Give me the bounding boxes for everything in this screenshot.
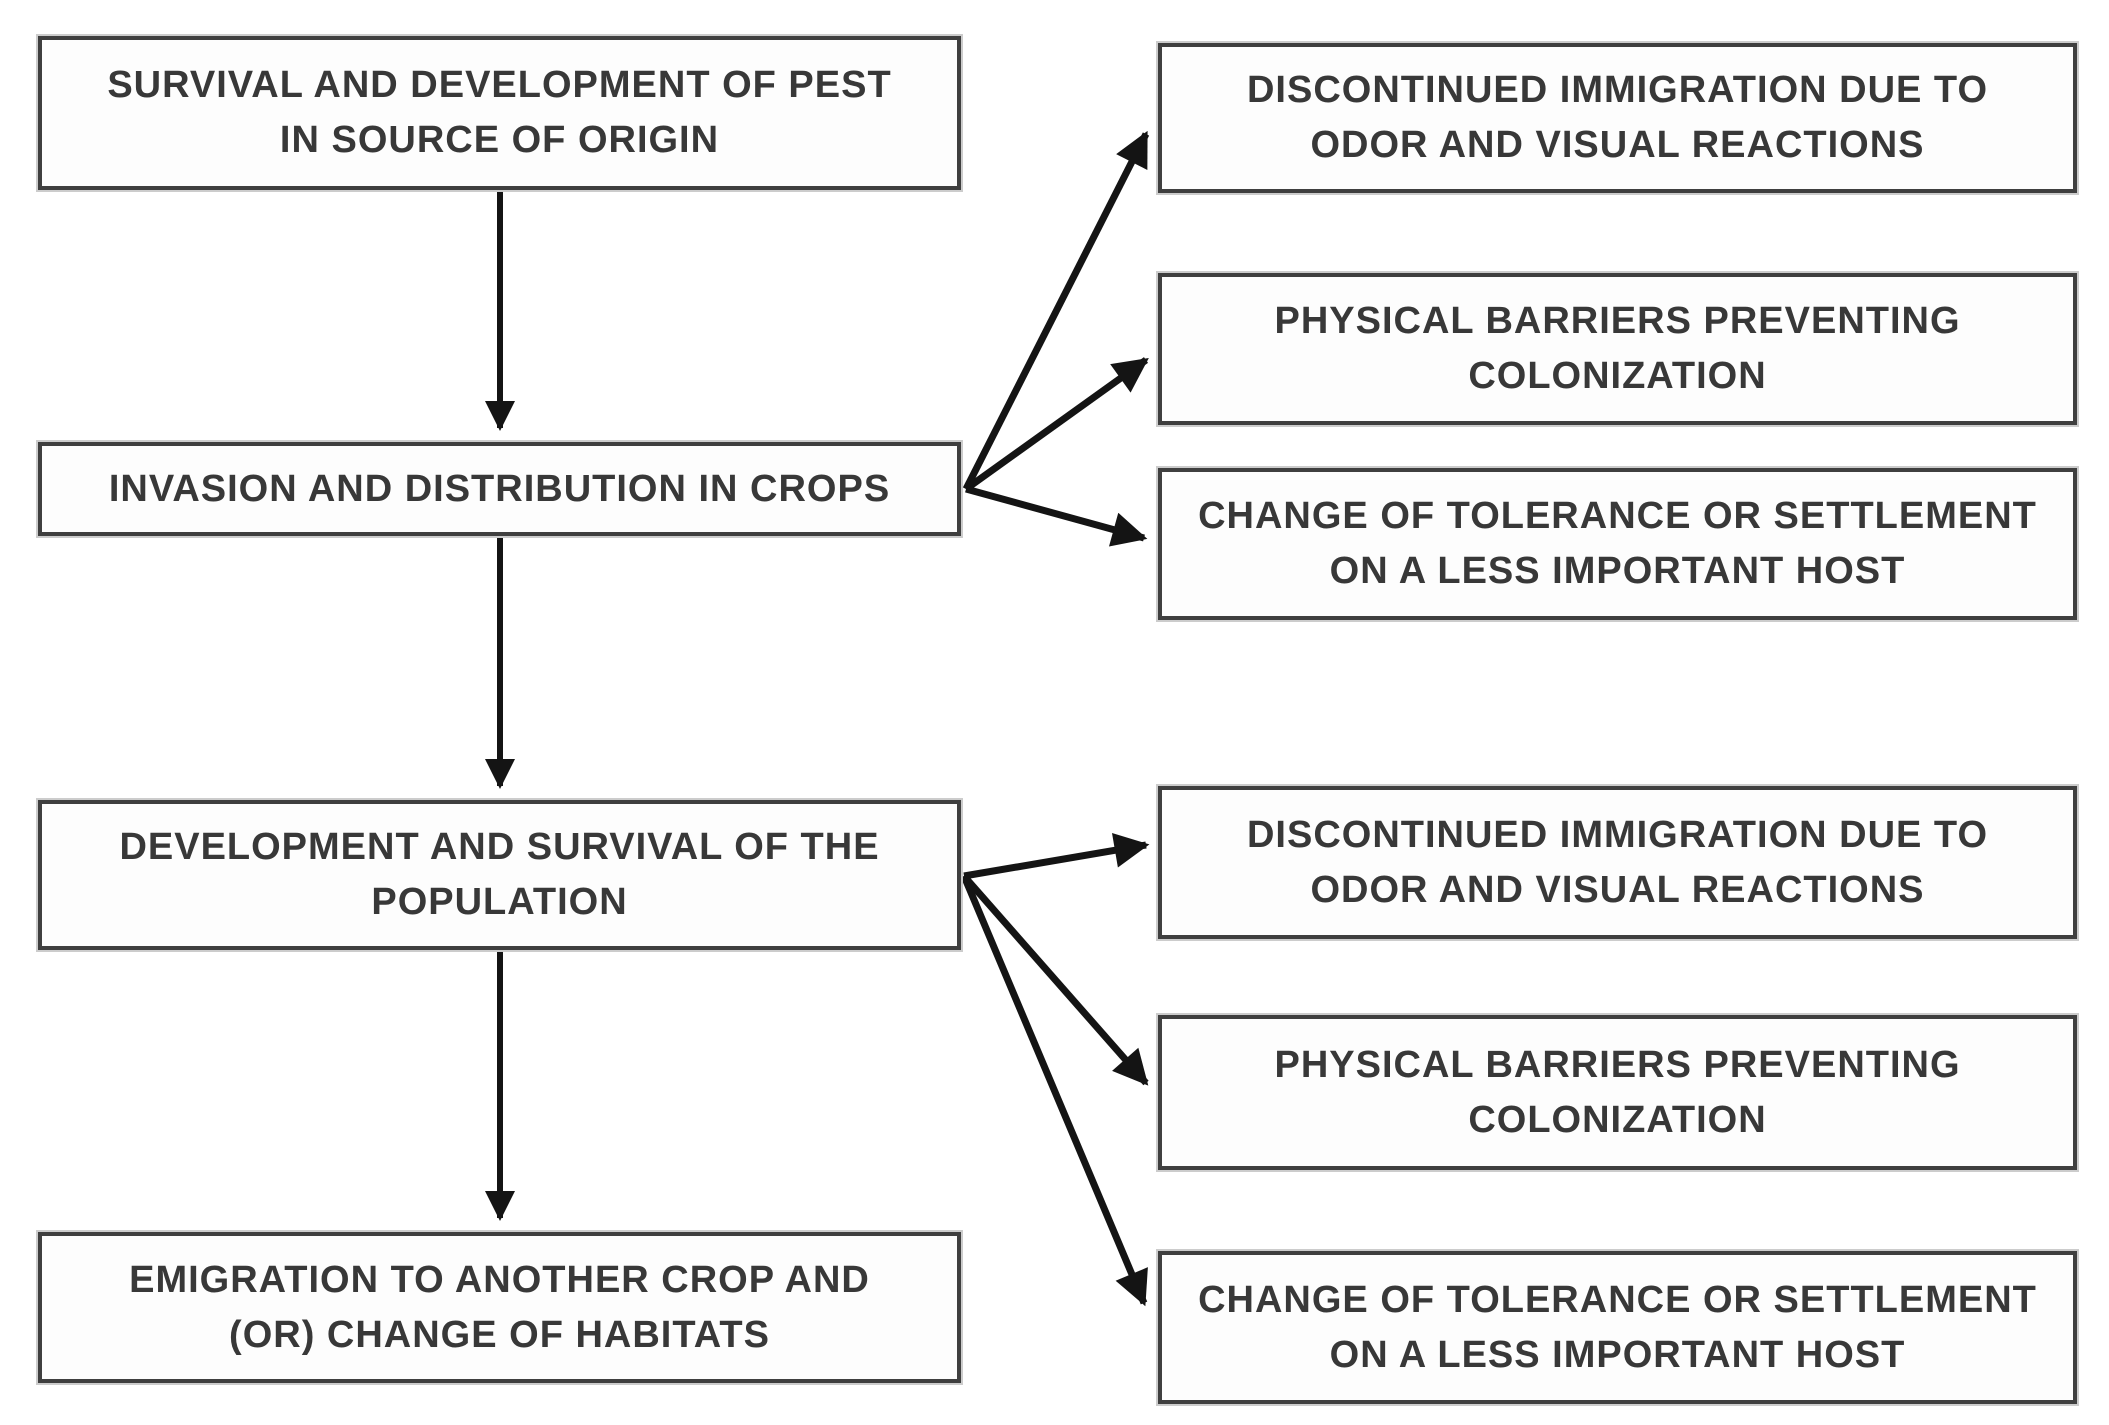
flow-box-label: DISCONTINUED IMMIGRATION DUE TO bbox=[1246, 69, 1989, 111]
flow-box-label: CHANGE OF TOLERANCE OR SETTLEMENT bbox=[1198, 1278, 2037, 1321]
flow-box-label: COLONIZATION bbox=[1468, 355, 1767, 397]
arrow-invasion-to-change-tolerance-1 bbox=[965, 485, 1148, 547]
arrow-invasion-to-physical-barriers-1 bbox=[963, 357, 1149, 492]
flow-box-label: EMIGRATION TO ANOTHER CROP AND bbox=[129, 1258, 870, 1301]
flow-box-label: DISCONTINUED IMMIGRATION DUE TO bbox=[1246, 813, 1989, 856]
flow-box-label: POPULATION bbox=[371, 881, 628, 923]
flow-box-label: COLONIZATION bbox=[1468, 1098, 1767, 1141]
flow-box-label: PHYSICAL BARRIERS PREVENTING bbox=[1274, 1043, 1961, 1086]
flow-box-label: ON A LESS IMPORTANT HOST bbox=[1329, 1333, 1906, 1376]
flow-box-label: ON A LESS IMPORTANT HOST bbox=[1329, 550, 1906, 592]
flow-box-emigration-habitats: EMIGRATION TO ANOTHER CROP AND (OR) CHAN… bbox=[38, 1232, 961, 1383]
flow-box-change-tolerance-1: CHANGE OF TOLERANCE OR SETTLEMENT ON A L… bbox=[1158, 468, 2077, 620]
arrow-invasion-to-discontinued-immigration-1 bbox=[962, 130, 1150, 491]
arrow-development-to-discontinued-immigration-2 bbox=[963, 833, 1150, 880]
flow-box-label: ODOR AND VISUAL REACTIONS bbox=[1310, 124, 1925, 166]
flow-box-label: (OR) CHANGE OF HABITATS bbox=[229, 1313, 770, 1356]
flow-box-label: PHYSICAL BARRIERS PREVENTING bbox=[1274, 300, 1961, 342]
flow-box-discontinued-immigration-2: DISCONTINUED IMMIGRATION DUE TO ODOR AND… bbox=[1158, 786, 2077, 939]
flow-box-change-tolerance-2: CHANGE OF TOLERANCE OR SETTLEMENT ON A L… bbox=[1158, 1251, 2077, 1404]
flow-box-label: DEVELOPMENT AND SURVIVAL OF THE bbox=[119, 826, 880, 868]
flow-box-physical-barriers-2: PHYSICAL BARRIERS PREVENTING COLONIZATIO… bbox=[1158, 1015, 2077, 1170]
flow-box-label: INVASION AND DISTRIBUTION IN CROPS bbox=[108, 467, 891, 510]
flow-box-invasion-crops: INVASION AND DISTRIBUTION IN CROPS bbox=[38, 442, 961, 536]
flow-box-discontinued-immigration-1: DISCONTINUED IMMIGRATION DUE TO ODOR AND… bbox=[1158, 43, 2077, 193]
flow-box-label: SURVIVAL AND DEVELOPMENT OF PEST bbox=[107, 64, 892, 106]
flow-box-label: CHANGE OF TOLERANCE OR SETTLEMENT bbox=[1198, 495, 2037, 537]
flow-box-label: ODOR AND VISUAL REACTIONS bbox=[1310, 868, 1925, 911]
flow-box-development-population: DEVELOPMENT AND SURVIVAL OF THE POPULATI… bbox=[38, 800, 961, 950]
flow-box-label: IN SOURCE OF ORIGIN bbox=[279, 119, 720, 161]
flow-box-survival-origin: SURVIVAL AND DEVELOPMENT OF PEST IN SOUR… bbox=[38, 36, 961, 190]
flow-box-physical-barriers-1: PHYSICAL BARRIERS PREVENTING COLONIZATIO… bbox=[1158, 273, 2077, 425]
arrow-development-to-change-tolerance-2 bbox=[960, 874, 1148, 1307]
arrow-development-to-physical-barriers-2 bbox=[961, 873, 1149, 1086]
